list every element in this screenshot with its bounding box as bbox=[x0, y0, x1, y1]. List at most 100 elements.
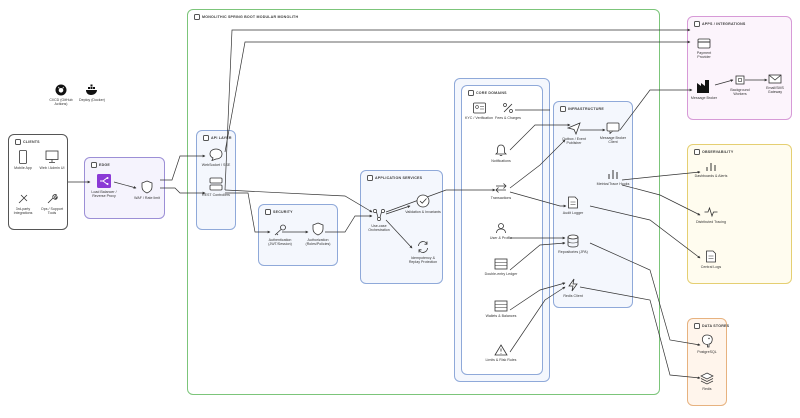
client-web[interactable]: Web / Admin UI bbox=[38, 150, 66, 170]
ledger-label: Double-entry Ledger bbox=[484, 272, 518, 276]
broker-client-node[interactable]: Message Broker Client bbox=[596, 122, 630, 144]
idempotency-label: Idempotency & Replay Protection bbox=[408, 256, 438, 265]
validation-label: Validation & Invariants bbox=[405, 210, 441, 214]
client-web-label: Web / Admin UI bbox=[39, 166, 65, 170]
cpu-icon bbox=[735, 75, 745, 85]
cicd-node[interactable]: CI/CD (GitHub Actions) bbox=[46, 84, 76, 106]
wire-usecase-validation bbox=[385, 205, 411, 215]
redis-node[interactable]: Redis bbox=[692, 372, 722, 391]
infra-icon bbox=[560, 106, 566, 112]
observability-header: OBSERVABILITY bbox=[694, 149, 733, 155]
wire-metrics-trace bbox=[621, 184, 701, 216]
kyc-node[interactable]: KYC / Verification bbox=[465, 102, 493, 120]
edge-icon bbox=[91, 162, 97, 168]
domain-icon bbox=[468, 90, 474, 96]
authz-node[interactable]: Authorization (Roles/Policies) bbox=[300, 222, 336, 246]
wallets-node[interactable]: Wallets & Balances bbox=[484, 300, 518, 318]
redis-client-label: Redis Client bbox=[563, 294, 583, 298]
bell-icon bbox=[495, 144, 507, 156]
user-icon bbox=[496, 223, 506, 234]
payment-provider-label: Payment Provider bbox=[696, 51, 712, 60]
limits-node[interactable]: Limits & Risk Rules bbox=[484, 344, 518, 362]
wire-repo-postgres bbox=[589, 242, 701, 346]
dashboards-node[interactable]: Dashboards & Alerts bbox=[694, 160, 728, 178]
message-broker-label: Message Broker bbox=[690, 96, 718, 100]
load-balancer-icon bbox=[97, 174, 111, 188]
client-third-party[interactable]: 3rd-party Integrations bbox=[8, 193, 38, 215]
database-icon bbox=[694, 323, 700, 329]
metrics-label: Metrics/Trace Hooks bbox=[596, 182, 630, 186]
api-title: API LAYER bbox=[211, 136, 232, 140]
client-mobile[interactable]: Mobile App bbox=[10, 150, 36, 170]
wire-ledger-repo bbox=[509, 241, 566, 271]
id-card-icon bbox=[472, 102, 486, 114]
metrics-node[interactable]: Metrics/Trace Hooks bbox=[596, 168, 630, 186]
client-third-party-label: 3rd-party Integrations bbox=[13, 207, 33, 216]
wallets-label: Wallets & Balances bbox=[485, 314, 517, 318]
validation-node[interactable]: Validation & Invariants bbox=[405, 194, 441, 214]
redis-client-node[interactable]: Redis Client bbox=[557, 278, 589, 298]
users-icon bbox=[15, 139, 21, 145]
eye-icon bbox=[694, 149, 700, 155]
datastores-header: DATA STORES bbox=[694, 323, 729, 329]
monolith-icon bbox=[194, 14, 200, 20]
websocket-label: WebSocket / SSE bbox=[201, 163, 231, 167]
payment-provider-node[interactable]: Payment Provider bbox=[690, 38, 718, 59]
repositories-node[interactable]: Repositories (JPA) bbox=[557, 234, 589, 254]
workers-node[interactable]: Background Workers bbox=[726, 74, 754, 96]
waf-label: WAF / Rate limit bbox=[134, 196, 160, 200]
tracing-node[interactable]: Distributed Tracing bbox=[694, 206, 728, 224]
datastores-title: DATA STORES bbox=[702, 324, 730, 328]
wire-external-workers bbox=[714, 79, 734, 86]
client-mobile-label: Mobile App bbox=[14, 166, 32, 170]
rest-label: REST Controllers bbox=[202, 193, 230, 197]
document-icon bbox=[568, 196, 578, 209]
waf-node[interactable]: WAF / Rate limit bbox=[130, 180, 164, 200]
email-gateway-node[interactable]: Email/SMS Gateway bbox=[760, 74, 790, 94]
app-services-title: APPLICATION SERVICES bbox=[375, 176, 423, 180]
usecase-node[interactable]: Use-case Orchestration bbox=[362, 208, 396, 232]
shield-check-icon bbox=[312, 222, 324, 236]
notifications-node[interactable]: Notifications bbox=[484, 144, 518, 163]
logs-node[interactable]: Central Logs bbox=[694, 250, 728, 269]
wire-redis-store bbox=[579, 286, 701, 380]
wire-waf-ws bbox=[160, 154, 206, 181]
audit-node[interactable]: Audit Logger bbox=[557, 196, 589, 215]
outbox-node[interactable]: Outbox / Event Publisher bbox=[557, 122, 591, 145]
idempotency-node[interactable]: Idempotency & Replay Protection bbox=[405, 240, 441, 264]
log-file-icon bbox=[706, 250, 716, 263]
client-ops[interactable]: Ops / Support Tools bbox=[38, 193, 66, 215]
message-broker-node[interactable]: Message Broker bbox=[690, 78, 718, 100]
fees-label: Fees & Charges bbox=[495, 116, 521, 120]
key-icon bbox=[274, 224, 286, 236]
user-profile-node[interactable]: User & Profile bbox=[484, 222, 518, 240]
transactions-node[interactable]: Transactions bbox=[484, 182, 518, 200]
refresh-icon bbox=[418, 241, 428, 253]
docker-icon bbox=[86, 84, 97, 95]
monolith-title: MONOLITHIC SPRING BOOT MODULAR MONOLITH bbox=[202, 15, 299, 19]
lock-icon bbox=[265, 209, 271, 215]
chat-bubble-icon bbox=[209, 148, 223, 161]
postgres-node[interactable]: PostgreSQL bbox=[692, 334, 722, 354]
infra-title: INFRASTRUCTURE bbox=[568, 107, 604, 111]
load-balancer-node[interactable]: Load Balancer / Reverse Proxy bbox=[88, 174, 120, 198]
redis-label: Redis bbox=[702, 387, 712, 391]
layers-icon bbox=[700, 372, 714, 385]
ledger-node[interactable]: Double-entry Ledger bbox=[484, 258, 518, 276]
client-ops-label: Ops / Support Tools bbox=[40, 207, 64, 216]
authn-node[interactable]: Authentication (JWT/Session) bbox=[262, 224, 298, 246]
services-icon bbox=[367, 175, 373, 181]
api-header: API LAYER bbox=[203, 135, 232, 141]
websocket-node[interactable]: WebSocket / SSE bbox=[199, 148, 233, 167]
deploy-node[interactable]: Deploy (Docker) bbox=[78, 84, 106, 102]
wire-metrics-dash bbox=[621, 170, 701, 181]
mail-icon bbox=[768, 74, 782, 84]
postgres-label: PostgreSQL bbox=[697, 350, 717, 354]
rest-node[interactable]: REST Controllers bbox=[199, 177, 233, 197]
ledger-book-icon bbox=[494, 258, 508, 270]
user-profile-label: User & Profile bbox=[489, 236, 513, 240]
integration-icon bbox=[18, 194, 28, 204]
wire-wallets-redis bbox=[509, 282, 566, 311]
fees-node[interactable]: Fees & Charges bbox=[495, 102, 521, 120]
lightning-icon bbox=[568, 278, 578, 292]
